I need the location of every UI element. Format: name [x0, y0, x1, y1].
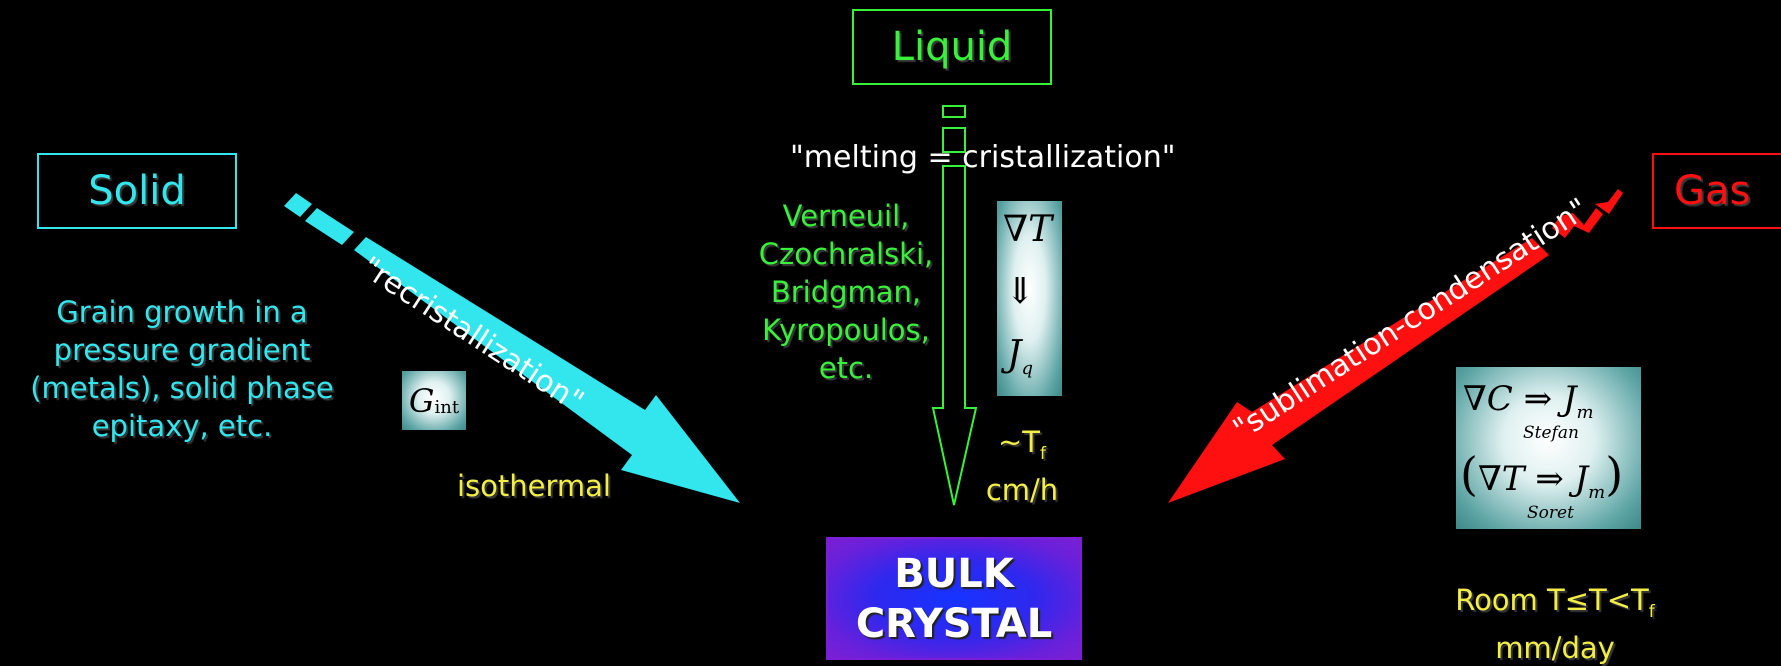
- bulk-crystal-line1: BULK: [894, 550, 1014, 597]
- gas-eq-line1-left: ∇C: [1463, 379, 1513, 419]
- solid-box: Solid: [37, 153, 237, 229]
- gas-eq-line1-under: Stefan: [1523, 423, 1579, 443]
- liquid-method: Bridgman,: [770, 275, 922, 309]
- solid-desc-line: pressure gradient: [53, 333, 311, 367]
- gas-temp-prefix: Room T≤T<T: [1455, 583, 1649, 617]
- bulk-crystal-line2: CRYSTAL: [855, 600, 1053, 647]
- gas-eq-line2-sub: m: [1588, 481, 1606, 503]
- gas-eq-line1-arrow: ⇒: [1523, 379, 1553, 419]
- gas-conditions: Room T≤T<Tf mm/day: [1440, 582, 1670, 666]
- liquid-equation-box: ∇T ⇓ Jq: [997, 201, 1062, 396]
- solid-arrow: [284, 193, 740, 503]
- solid-desc-line: epitaxy, etc.: [91, 409, 273, 443]
- liquid-eq-bottom-symbol: J: [1007, 334, 1022, 375]
- solid-desc-line: (metals), solid phase: [30, 371, 334, 405]
- liquid-method: Czochralski,: [758, 237, 934, 271]
- gas-eq-line1-sub: m: [1576, 401, 1594, 423]
- gas-eq-line2-left: ∇T: [1477, 459, 1525, 499]
- gas-equation-box: ∇C ⇒ Jm Stefan (∇T ⇒ Jm) Soret: [1456, 367, 1641, 529]
- liquid-method: Kyropoulos,: [762, 313, 930, 347]
- liquid-eq-bottom: Jq: [1007, 334, 1033, 379]
- liquid-label: Liquid: [891, 24, 1013, 70]
- gas-label: Gas: [1674, 168, 1751, 214]
- gas-eq-line2-symbol: J: [1574, 459, 1589, 499]
- liquid-box: Liquid: [852, 9, 1052, 85]
- liquid-eq-middle: ⇓: [1005, 271, 1036, 312]
- solid-label: Solid: [88, 168, 186, 214]
- gas-eq-line2-under: Soret: [1527, 503, 1574, 523]
- gas-temp-sub: f: [1648, 601, 1655, 622]
- gas-eq-paren-right: ): [1605, 447, 1624, 501]
- liquid-method: etc.: [818, 351, 874, 385]
- liquid-temp-sub: f: [1040, 443, 1046, 464]
- gas-eq-line1-symbol: J: [1562, 379, 1577, 419]
- gas-eq-line1: ∇C ⇒ Jm: [1463, 379, 1594, 423]
- solid-eq-sub: int: [434, 397, 460, 418]
- gas-eq-line2: (∇T ⇒ Jm): [1460, 447, 1623, 503]
- solid-eq-symbol: G: [408, 381, 435, 420]
- gas-rate: mm/day: [1495, 630, 1615, 665]
- liquid-eq-top: ∇T: [1003, 209, 1053, 250]
- gas-arrow: [1168, 189, 1623, 503]
- gas-eq-line2-arrow: ⇒: [1535, 459, 1564, 499]
- liquid-eq-bottom-sub: q: [1021, 358, 1033, 380]
- gas-temperature: Room T≤T<Tf: [1440, 582, 1670, 630]
- gas-box: Gas: [1652, 153, 1781, 229]
- solid-description: Grain growth in a pressure gradient (met…: [2, 293, 362, 445]
- solid-condition: isothermal: [457, 469, 611, 503]
- solid-desc-line: Grain growth in a: [56, 295, 308, 329]
- liquid-rate: cm/h: [985, 472, 1059, 507]
- gas-eq-paren-left: (: [1460, 447, 1478, 501]
- liquid-temp-prefix: ~T: [997, 425, 1040, 459]
- liquid-methods: Verneuil, Czochralski, Bridgman, Kyropou…: [740, 197, 952, 387]
- liquid-temperature: ~Tf: [972, 424, 1072, 472]
- liquid-conditions: ~Tf cm/h: [972, 424, 1072, 508]
- bulk-crystal-box: BULK CRYSTAL: [826, 537, 1082, 660]
- liquid-arrow: [931, 105, 978, 506]
- liquid-arrow-label: "melting = cristallization": [790, 140, 1176, 175]
- liquid-method: Verneuil,: [782, 199, 910, 233]
